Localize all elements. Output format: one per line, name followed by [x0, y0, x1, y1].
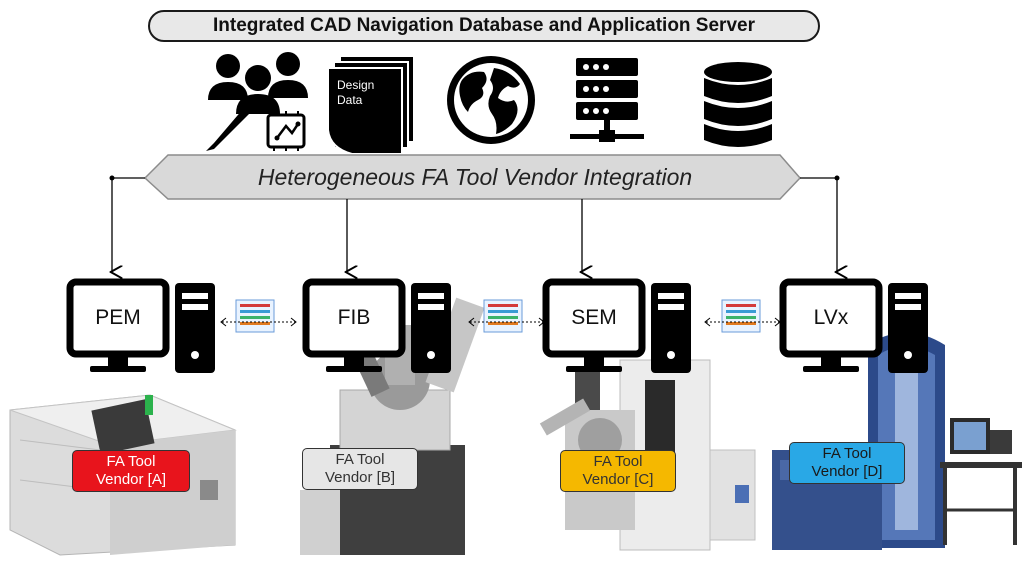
vendor-c-line-1: FA Tool — [593, 453, 643, 470]
workstation-lvx — [779, 278, 928, 373]
design-data-line-1: Design — [337, 78, 375, 92]
vendor-badge-a: FA Tool Vendor [A] — [72, 450, 190, 492]
workstation-fib — [302, 278, 451, 373]
workstation-pem — [66, 278, 215, 373]
monitor-label-sem: SEM — [571, 306, 617, 329]
monitor-label-fib: FIB — [337, 306, 371, 329]
data-exchange-sem-lvx — [704, 299, 781, 333]
vendor-d-line-1: FA Tool — [822, 445, 872, 462]
workstation-sem — [542, 278, 691, 373]
vendor-c-line-2: Vendor [C] — [582, 471, 654, 488]
vendor-b-line-1: FA Tool — [335, 451, 385, 468]
data-exchange-fib-sem — [468, 299, 545, 333]
globe-icon — [447, 56, 535, 144]
data-exchange-pem-fib — [220, 299, 297, 333]
server-title: Integrated CAD Navigation Database and A… — [213, 15, 755, 36]
integration-connectors — [0, 154, 1032, 300]
vendor-d-line-2: Vendor [D] — [811, 463, 883, 480]
design-data-icon — [327, 55, 415, 155]
vendor-b-line-2: Vendor [B] — [324, 469, 396, 486]
vendor-badge-d: FA Tool Vendor [D] — [789, 442, 905, 484]
vendor-badge-c: FA Tool Vendor [C] — [560, 450, 676, 492]
server-rack-icon — [570, 58, 644, 142]
vendor-a-line-1: FA Tool — [106, 453, 156, 470]
integration-label: Heterogeneous FA Tool Vendor Integration — [257, 163, 693, 190]
icon-row — [206, 52, 772, 155]
database-icon — [704, 62, 772, 147]
users-design-icon — [206, 52, 308, 151]
design-data-label: Design Data — [337, 78, 374, 108]
vendor-a-line-2: Vendor [A] — [95, 471, 167, 488]
vendor-badge-b: FA Tool Vendor [B] — [302, 448, 418, 490]
monitor-label-lvx: LVx — [813, 306, 849, 329]
design-data-line-2: Data — [337, 93, 363, 107]
monitor-label-pem: PEM — [95, 306, 141, 329]
server-title-banner: Integrated CAD Navigation Database and A… — [148, 10, 820, 42]
